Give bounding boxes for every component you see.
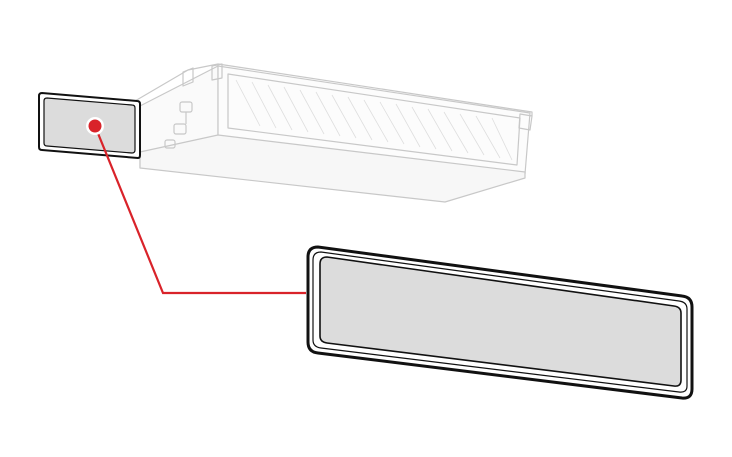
unit-bracket-right [211, 63, 223, 81]
marker-dot [88, 119, 102, 133]
unit-bottom-skirt [139, 134, 526, 203]
leader-line [93, 125, 306, 295]
filter-callout-panel [306, 245, 694, 400]
unit-bracket-left [182, 67, 194, 87]
callout-mid-border [312, 251, 688, 393]
unit-grille-hatch [235, 79, 513, 161]
unit-pipe-connections [164, 101, 193, 149]
unit-bracket-end [518, 113, 533, 131]
unit-grille-frame [227, 73, 521, 166]
callout-inner-fill [319, 256, 682, 387]
ducted-indoor-unit [134, 63, 533, 203]
